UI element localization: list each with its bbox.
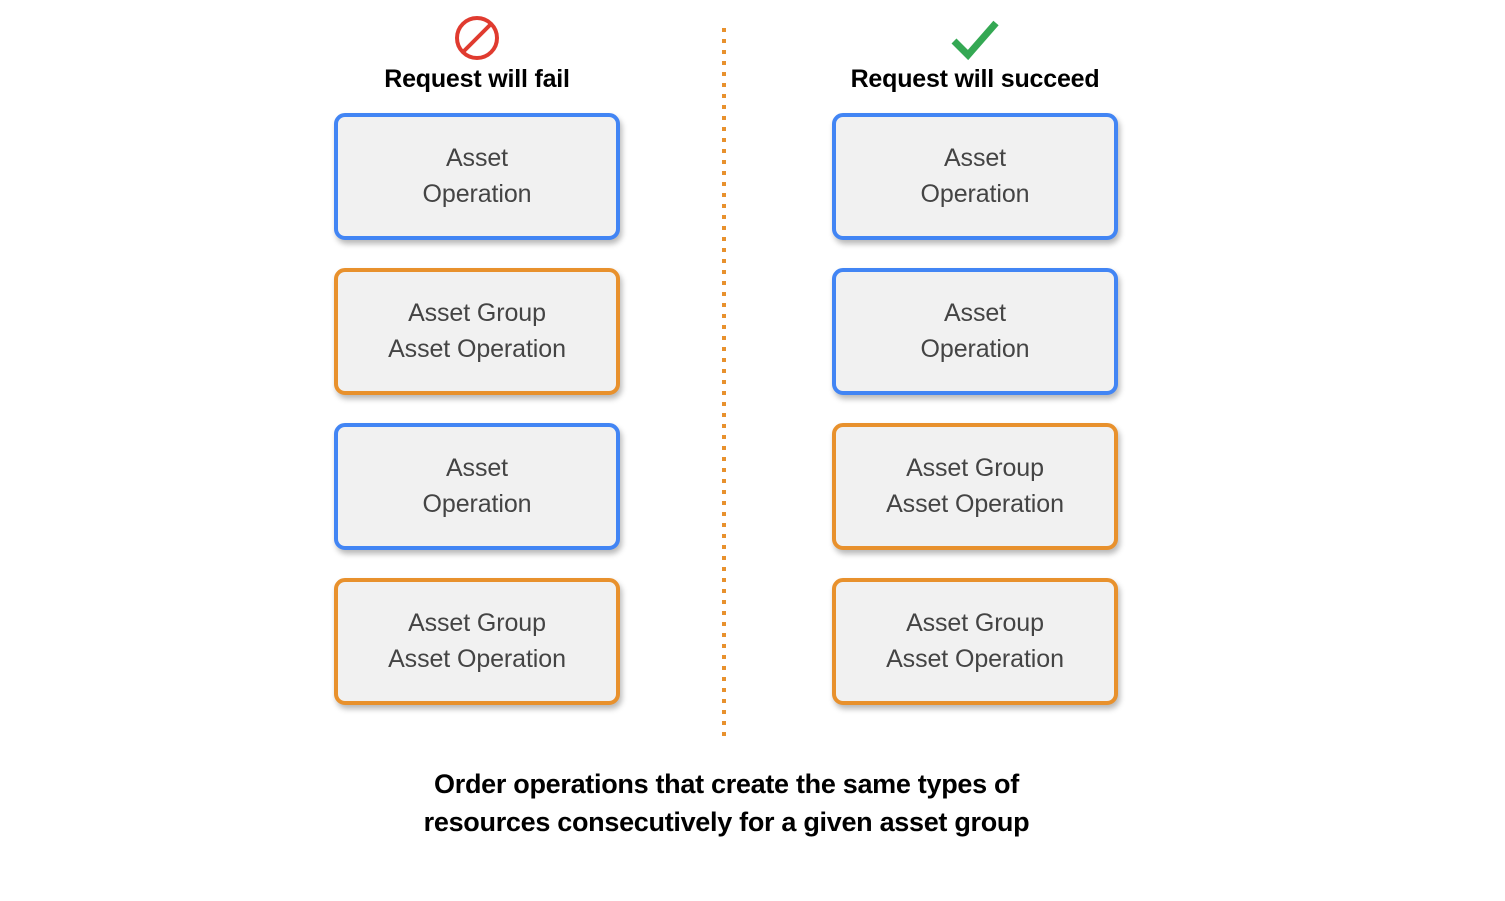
prohibition-icon xyxy=(294,14,660,62)
card-fail-4[interactable]: Asset Group Asset Operation xyxy=(334,578,620,705)
card-succeed-1-label: Asset Operation xyxy=(920,144,1030,208)
column-succeed-header: Request will succeed xyxy=(792,14,1158,94)
card-fail-4-label: Asset Group Asset Operation xyxy=(388,609,566,673)
column-fail-label: Request will fail xyxy=(384,65,570,93)
column-succeed-label: Request will succeed xyxy=(850,65,1100,93)
card-fail-3[interactable]: Asset Operation xyxy=(334,423,620,550)
diagram-caption: Order operations that create the same ty… xyxy=(0,765,1453,842)
card-succeed-3[interactable]: Asset Group Asset Operation xyxy=(832,423,1118,550)
column-fail-header: Request will fail xyxy=(294,14,660,94)
card-fail-3-label: Asset Operation xyxy=(422,454,532,518)
card-succeed-4[interactable]: Asset Group Asset Operation xyxy=(832,578,1118,705)
card-succeed-3-label: Asset Group Asset Operation xyxy=(886,454,1064,518)
column-divider xyxy=(722,28,726,736)
caption-line-1: Order operations that create the same ty… xyxy=(434,769,1019,799)
checkmark-icon xyxy=(792,14,1158,62)
column-succeed-card-list: Asset Operation Asset Operation Asset Gr… xyxy=(832,113,1118,705)
caption-line-2: resources consecutively for a given asse… xyxy=(423,807,1030,838)
card-succeed-2-label: Asset Operation xyxy=(920,299,1030,363)
card-succeed-2[interactable]: Asset Operation xyxy=(832,268,1118,395)
card-fail-1[interactable]: Asset Operation xyxy=(334,113,620,240)
card-fail-2[interactable]: Asset Group Asset Operation xyxy=(334,268,620,395)
card-fail-2-label: Asset Group Asset Operation xyxy=(388,299,566,363)
card-succeed-1[interactable]: Asset Operation xyxy=(832,113,1118,240)
column-fail-card-list: Asset Operation Asset Group Asset Operat… xyxy=(334,113,620,705)
card-fail-1-label: Asset Operation xyxy=(422,144,532,208)
card-succeed-4-label: Asset Group Asset Operation xyxy=(886,609,1064,673)
